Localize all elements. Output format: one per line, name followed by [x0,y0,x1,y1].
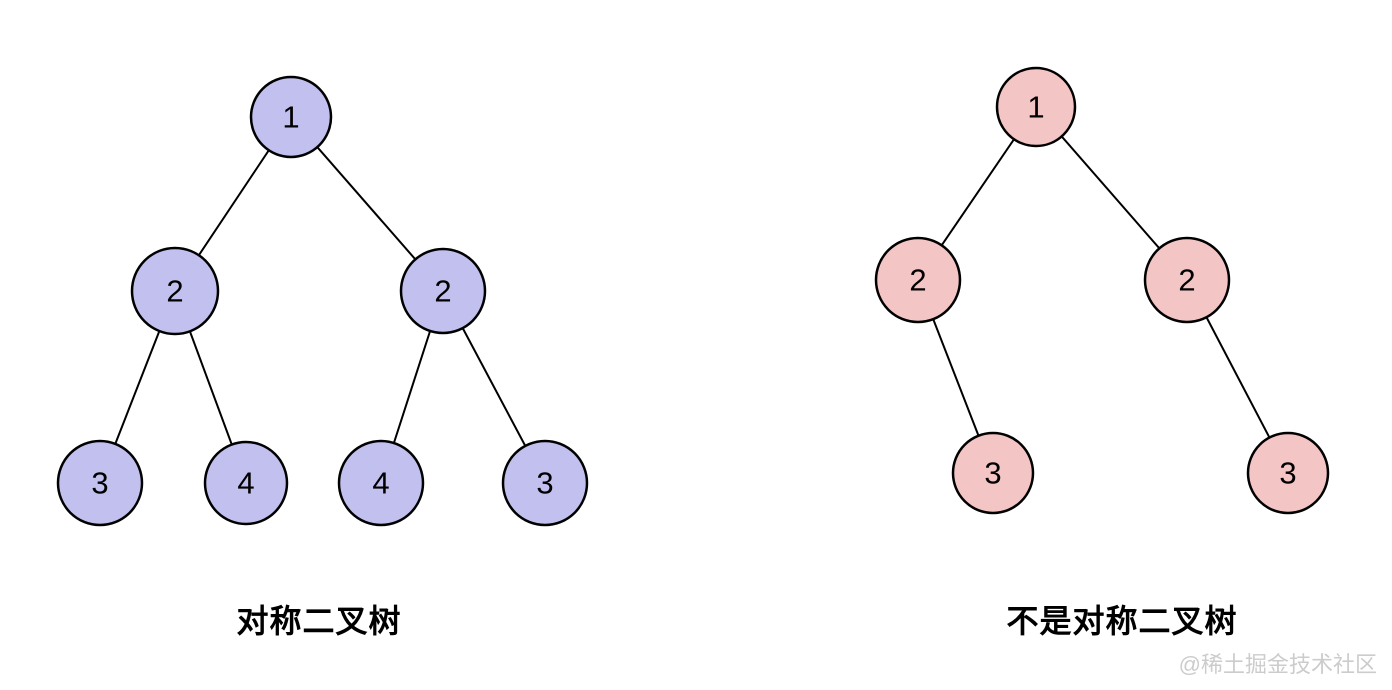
tree-node-circle [501,439,589,527]
tree-node-circle [399,247,487,335]
caption-asymmetric-tree: 不是对称二叉树 [1006,603,1238,639]
tree-node-circle [951,431,1035,515]
tree-node-label: 3 [984,456,1001,491]
tree-node-label: 4 [237,466,254,501]
tree-node-circle [874,236,962,324]
tree-node-circle [1143,236,1231,324]
tree-node-circle [1246,431,1330,515]
watermark-text: @稀土掘金技术社区 [1178,652,1377,677]
tree-node-label: 4 [372,466,389,501]
tree-node-label: 2 [166,274,183,309]
tree-node-circle [249,75,333,159]
tree-node-label: 3 [1279,456,1296,491]
tree-node-label: 3 [91,466,108,501]
tree-node-circle [56,439,144,527]
tree-node-label: 2 [434,274,451,309]
tree-node-label: 3 [536,466,553,501]
tree-node-circle [130,246,220,336]
tree-node-label: 2 [909,263,926,298]
tree-node-label: 2 [1178,263,1195,298]
tree-node-circle [203,440,289,526]
tree-node-circle [995,66,1077,148]
tree-node-label: 1 [1027,90,1044,125]
tree-node-circle [337,439,425,527]
caption-symmetric-tree: 对称二叉树 [236,603,402,639]
tree-node-label: 1 [282,100,299,135]
